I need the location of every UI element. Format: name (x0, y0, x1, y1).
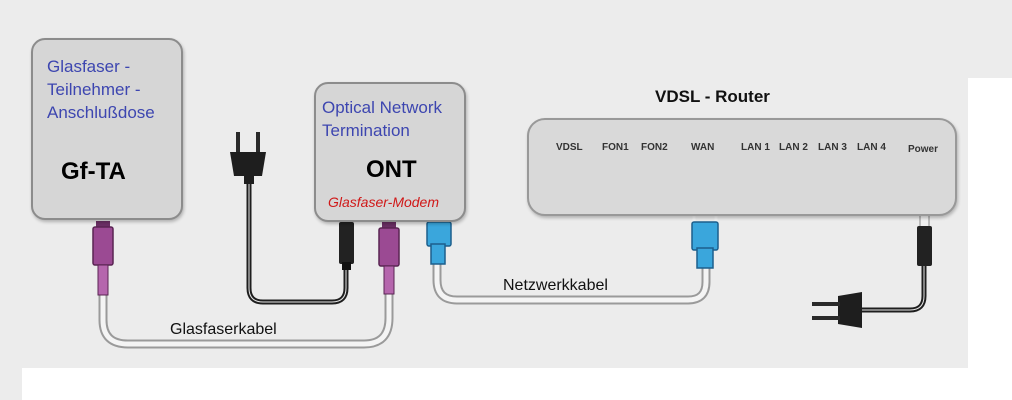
port-label-vdsl: VDSL (556, 142, 583, 153)
ont-name: ONT (366, 156, 417, 183)
fiber-cable-label: Glasfaserkabel (170, 321, 277, 338)
ont-title-line2: Termination (322, 121, 410, 140)
ont-subtitle: Glasfaser-Modem (328, 194, 440, 210)
router-power-connector (917, 213, 932, 266)
fiber-plug-ont (378, 222, 400, 295)
router-title: VDSL - Router (655, 87, 770, 106)
gfta-title-line2: Teilnehmer - (47, 80, 141, 99)
router-power-cable (862, 262, 927, 313)
router-power-plug (812, 292, 862, 328)
ont-box: Optical Network Termination ONT Glasfase… (314, 82, 466, 222)
port-label-fon2: FON2 (641, 142, 668, 153)
ont-title-line1: Optical Network (322, 98, 442, 117)
lan-plug-wan (691, 206, 719, 269)
port-label-lan3: LAN 3 (818, 142, 847, 153)
port-label-fon1: FON1 (602, 142, 629, 153)
port-label-power: Power (908, 144, 939, 155)
port-label-lan4: LAN 4 (857, 142, 886, 153)
gfta-title-line3: Anschlußdose (47, 103, 155, 122)
ont-power-plug (230, 132, 266, 184)
gfta-title-line1: Glasfaser - (47, 57, 131, 76)
network-cable-label: Netzwerkkabel (503, 277, 608, 294)
port-label-lan1: LAN 1 (741, 142, 770, 153)
gfta-box: Glasfaser - Teilnehmer - Anschlußdose Gf… (31, 38, 183, 220)
background-right-strip (968, 78, 1012, 400)
port-label-wan: WAN (691, 142, 715, 153)
lan-plug-ont (426, 221, 452, 265)
background-bottom-strip (22, 368, 977, 400)
gfta-name: Gf-TA (61, 158, 126, 185)
ont-power-connector (339, 222, 354, 270)
fiber-plug-gfta (92, 221, 114, 296)
port-label-lan2: LAN 2 (779, 142, 808, 153)
router-box: VDSL FON1 FON2 WAN LAN 1 LAN 2 LAN 3 LAN… (527, 118, 957, 216)
